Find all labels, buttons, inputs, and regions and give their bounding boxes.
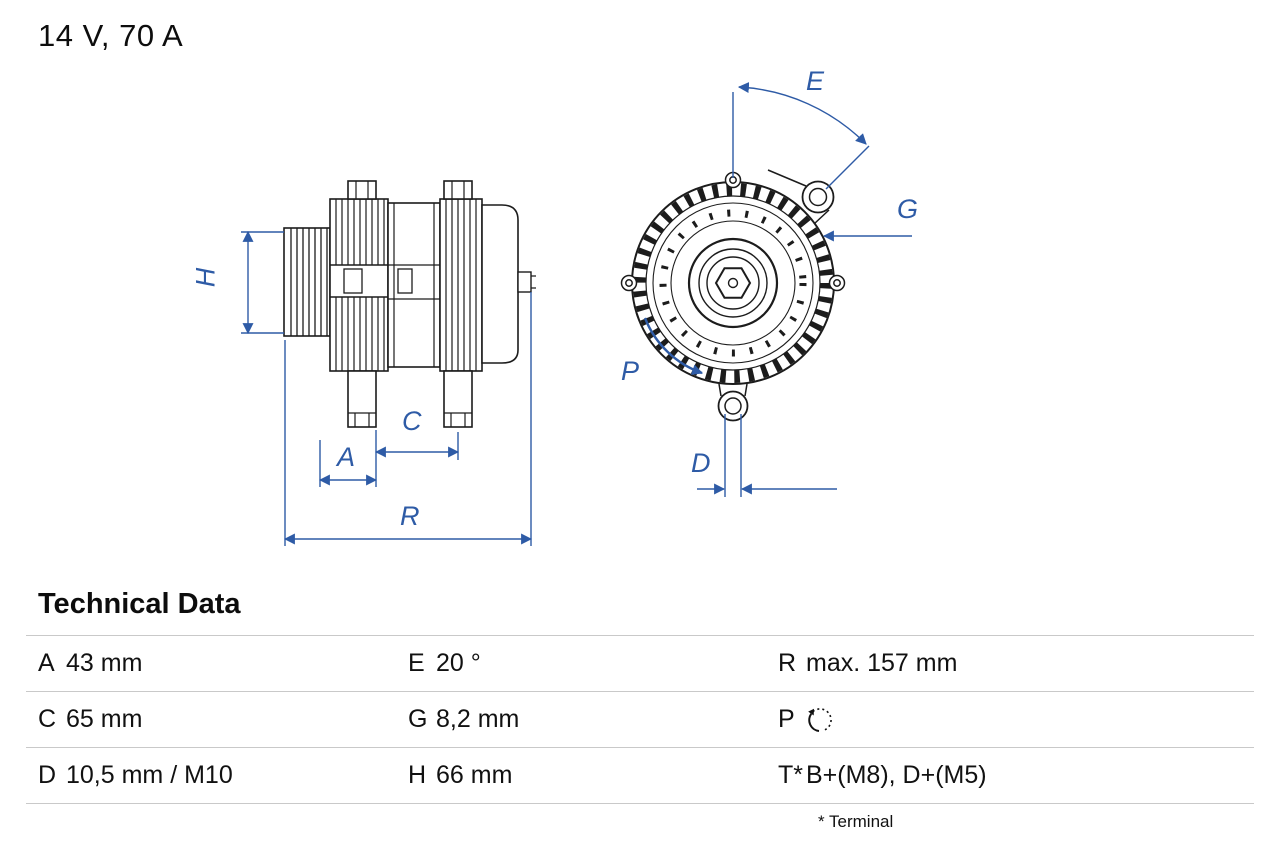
dimension-label-r: R [400,501,420,531]
spec-key: P [778,705,795,733]
dimension-label-a: A [337,442,356,472]
spec-cell-h: H 66 mm [396,748,766,803]
spec-key: D [38,761,57,789]
spec-cell-p: P [766,692,1254,747]
spec-cell-d: D 10,5 mm / M10 [26,748,396,803]
table-row: D 10,5 mm / M10 H 66 mm T* B+(M8), D+(M5… [26,747,1254,803]
spec-cell-t: T* B+(M8), D+(M5) [766,748,1254,803]
spec-key: C [38,705,57,733]
shaft-nut [714,267,752,299]
front-view-dimensions [643,82,912,497]
side-view-dimensions [241,230,533,546]
table-row: C 65 mm G 8,2 mm P [26,691,1254,747]
housing-ears [620,171,846,292]
spec-key: E [408,649,425,677]
mounting-foot [443,370,473,428]
spec-key: G [408,705,428,733]
spec-value: 20 ° [436,649,481,677]
dimension-label-p: P [621,356,640,386]
spec-value: 8,2 mm [436,705,520,733]
dimension-label-h: H [190,267,221,288]
rotation-ccw-icon [808,708,832,732]
front-view-drawing [620,169,846,422]
dimension-label-c: C [402,406,422,436]
spec-cell-g: G 8,2 mm [396,692,766,747]
lower-mounting-lug [717,383,749,422]
rotation-arrow-p [643,317,704,375]
technical-data-heading: Technical Data [38,588,241,620]
spec-key: T* [778,761,803,789]
spec-value: B+(M8), D+(M5) [806,761,987,789]
spec-value: 43 mm [66,649,143,677]
upper-mounting-lug [767,169,835,225]
table-row: A 43 mm E 20 ° R max. 157 mm [26,635,1254,691]
alternator-technical-drawing [241,82,912,546]
terminal-footnote: * Terminal [818,812,894,831]
rear-bracket-fins [445,199,477,371]
dimension-label-e: E [806,66,825,96]
spec-cell-a: A 43 mm [26,636,396,691]
spec-key: R [778,649,797,677]
through-bolt [343,268,363,294]
spec-value [806,705,834,734]
spec-cell-r: R max. 157 mm [766,636,1254,691]
spec-value: max. 157 mm [806,649,958,677]
inner-vent-ring [659,209,807,357]
spec-value: 10,5 mm / M10 [66,761,233,789]
spec-cell-c: C 65 mm [26,692,396,747]
voltage-current-title: 14 V, 70 A [38,18,184,53]
terminal-stud [517,271,532,293]
dim-arc-e [737,82,867,145]
pulley-grooves [290,228,328,336]
spec-key: H [408,761,427,789]
stator [387,202,441,368]
vent-slots-ring [633,183,833,383]
pulley [283,227,331,337]
dimension-label-d: D [691,448,711,478]
technical-data-table: A 43 mm E 20 ° R max. 157 mm C 65 mm [26,635,1254,804]
spec-cell-e: E 20 ° [396,636,766,691]
dimension-label-g: G [897,194,919,224]
spec-value: 66 mm [436,761,513,789]
rear-cover [481,204,519,364]
spec-value: 65 mm [66,705,143,733]
mounting-foot [347,370,377,428]
spec-key: A [38,649,55,677]
technical-data-section: Technical Data A 43 mm E 20 ° R max. 157… [26,588,1254,832]
side-view-drawing [283,180,536,428]
